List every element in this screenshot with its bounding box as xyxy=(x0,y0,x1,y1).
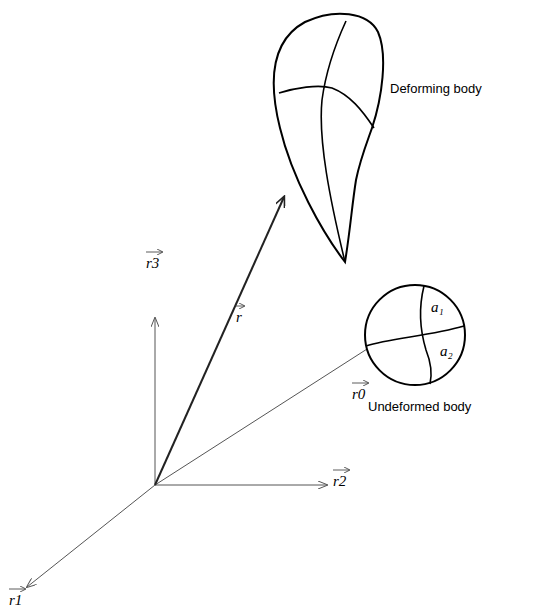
vector-overarrow xyxy=(146,252,162,253)
body-grid-line xyxy=(321,21,346,262)
material-coordinate: a₁ xyxy=(431,300,444,315)
material-coordinate: a₂ xyxy=(440,344,453,359)
sphere-grid-line xyxy=(420,286,431,384)
axis-r2 xyxy=(155,485,327,486)
deforming-body xyxy=(274,14,383,262)
vector-overarrow xyxy=(352,383,368,384)
axis-r3 xyxy=(155,318,156,485)
position-vector-r0 xyxy=(155,333,392,485)
vector-overarrow xyxy=(333,470,349,471)
body-label: Deforming body xyxy=(390,82,482,95)
axis-label: r3 xyxy=(146,256,159,271)
vector-overarrow xyxy=(235,306,244,307)
axis-label: r1 xyxy=(9,593,22,608)
vector-label: r0 xyxy=(352,387,365,402)
sphere-grid-line xyxy=(366,326,464,346)
axis-label: r2 xyxy=(333,474,346,489)
undeformed-sphere xyxy=(365,285,465,385)
vector-label: r xyxy=(236,310,242,325)
vector-overarrow xyxy=(9,589,25,590)
position-vector-r xyxy=(155,197,284,485)
body-grid-line xyxy=(279,86,374,128)
body-label: Undeformed body xyxy=(368,400,471,413)
axis-r1 xyxy=(27,485,155,587)
